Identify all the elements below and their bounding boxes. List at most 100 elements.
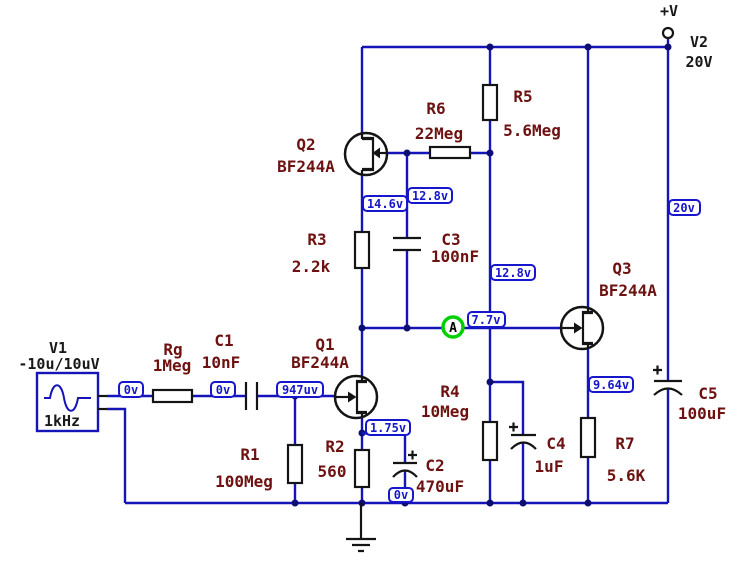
resistor-r3[interactable]: R3 2.2k — [292, 230, 371, 276]
c5-ref-label: C5 — [698, 384, 717, 403]
rg-ref-label: Rg — [163, 340, 182, 359]
c2-plus-sign — [408, 450, 417, 460]
r4-ref-label: R4 — [440, 382, 459, 401]
r1-body — [286, 443, 304, 485]
r4-body — [481, 420, 499, 462]
c1-ref-label: C1 — [214, 331, 233, 350]
capacitor-c5[interactable]: C5 100uF — [653, 365, 726, 424]
resistor-rg[interactable]: Rg 1Meg — [151, 340, 194, 404]
r1-ref-label: R1 — [240, 445, 259, 464]
r2-value-label: 560 — [318, 462, 347, 481]
resistor-r5[interactable]: R5 5.6Meg — [481, 83, 561, 140]
c1-value-label: 10nF — [202, 353, 241, 372]
signal-source-v1[interactable]: 1kHz — [35, 371, 107, 433]
r6-body — [428, 145, 472, 160]
probe-c2-bottom-value: 0v — [394, 488, 408, 502]
probe-q2-gate-value: 12.8v — [412, 189, 448, 203]
probe-input-right-value: 0v — [216, 383, 230, 397]
rg-body — [151, 388, 194, 404]
r5-ref-label: R5 — [513, 87, 532, 106]
q2-contacts — [362, 136, 374, 172]
q2-value-label: BF244A — [277, 157, 335, 176]
capacitor-c1[interactable]: C1 10nF — [202, 331, 259, 410]
q1-gate-arrow-icon — [348, 391, 357, 403]
c1-plates — [244, 382, 259, 410]
r7-body — [579, 416, 597, 459]
c3-plates — [393, 236, 421, 252]
probe-q2-source-value: 14.6v — [367, 197, 403, 211]
r1-value-label: 100Meg — [215, 472, 273, 491]
node-a-marker[interactable]: A — [441, 315, 465, 339]
source-body — [35, 371, 100, 433]
probe-q1-source[interactable]: 1.75v — [361, 419, 411, 436]
c2-value-label: 470uF — [416, 477, 464, 496]
probe-q2-gate[interactable]: 12.8v — [407, 187, 453, 204]
probe-q2-source[interactable]: 14.6v — [362, 195, 408, 212]
r5-body — [481, 83, 499, 122]
c3-ref-label: C3 — [441, 230, 460, 249]
supply-terminal[interactable]: +V — [660, 2, 678, 40]
probe-divider-value: 12.8v — [495, 266, 531, 280]
sine-wave-icon — [44, 384, 91, 412]
transistor-q2[interactable]: Q2 BF244A — [277, 131, 389, 177]
probe-node-a[interactable]: 7.7v — [467, 311, 506, 328]
resistor-r7[interactable]: R7 5.6K — [579, 416, 646, 485]
r2-body — [353, 448, 371, 489]
q3-gate-arrow-icon — [574, 322, 583, 334]
r7-value-label: 5.6K — [607, 466, 646, 485]
c2-ref-label: C2 — [425, 456, 444, 475]
probe-c2-bottom[interactable]: 0v — [388, 487, 414, 503]
q3-value-label: BF244A — [599, 281, 657, 300]
transistor-q1[interactable]: Q1 BF244A — [291, 335, 379, 420]
probe-supply-value: 20v — [673, 201, 695, 215]
probe-node-a-value: 7.7v — [472, 313, 501, 327]
q1-value-label: BF244A — [291, 353, 349, 372]
c4-ref-label: C4 — [546, 434, 565, 453]
r4-value-label: 10Meg — [421, 402, 469, 421]
transistor-q3[interactable]: Q3 BF244A — [559, 259, 657, 351]
probe-q3-source[interactable]: 9.64v — [588, 376, 634, 393]
c5-value-label: 100uF — [678, 404, 726, 423]
q2-ref-label: Q2 — [296, 135, 315, 154]
capacitor-c4[interactable]: C4 1uF — [509, 422, 566, 477]
r6-value-label: 22Meg — [415, 124, 463, 143]
r3-body — [353, 230, 371, 270]
resistor-r1[interactable]: R1 100Meg — [215, 443, 304, 491]
probe-divider[interactable]: 12.8v — [490, 264, 536, 281]
c3-value-label: 100nF — [431, 247, 479, 266]
c2-curved-plate — [392, 469, 418, 478]
resistor-r2[interactable]: R2 560 — [318, 437, 371, 489]
probe-q1-gate[interactable]: 947uv — [276, 381, 324, 398]
voltage-probes: 0v 0v 947uv 1.75v 0v 14.6v 12.8v — [118, 187, 701, 503]
capacitor-c3[interactable]: C3 100nF — [393, 230, 479, 266]
probe-supply[interactable]: 20v — [668, 199, 701, 216]
c5-plus-sign — [653, 365, 662, 375]
v1-return-wire — [107, 407, 127, 503]
r5-value-label: 5.6Meg — [503, 121, 561, 140]
probe-input-right[interactable]: 0v — [210, 381, 236, 398]
r3-value-label: 2.2k — [292, 257, 331, 276]
rg-value-label: 1Meg — [153, 356, 192, 375]
v2-ref-label: V2 — [690, 33, 708, 51]
v2-value-label: 20V — [685, 53, 712, 71]
c4-plus-sign — [509, 422, 518, 432]
probe-input-left-value: 0v — [124, 383, 138, 397]
r3-ref-label: R3 — [307, 230, 326, 249]
resistor-r6[interactable]: R6 22Meg — [415, 99, 472, 160]
node-a-label: A — [449, 321, 457, 336]
q1-contacts — [356, 379, 367, 415]
v1-frequency-label: 1kHz — [44, 412, 80, 430]
probe-input-left[interactable]: 0v — [118, 381, 144, 398]
c4-curved-plate — [510, 441, 537, 450]
ground-symbol[interactable] — [346, 503, 376, 553]
c5-curved-plate — [653, 387, 683, 396]
probe-q3-source-value: 9.64v — [593, 378, 629, 392]
q1-ref-label: Q1 — [315, 335, 334, 354]
resistor-r4[interactable]: R4 10Meg — [421, 382, 499, 462]
c4-value-label: 1uF — [535, 457, 564, 476]
terminal-label: +V — [660, 2, 678, 20]
q2-gate-arrow-icon — [372, 147, 380, 159]
r7-ref-label: R7 — [615, 434, 634, 453]
capacitor-c2[interactable]: C2 470uF — [392, 450, 464, 497]
